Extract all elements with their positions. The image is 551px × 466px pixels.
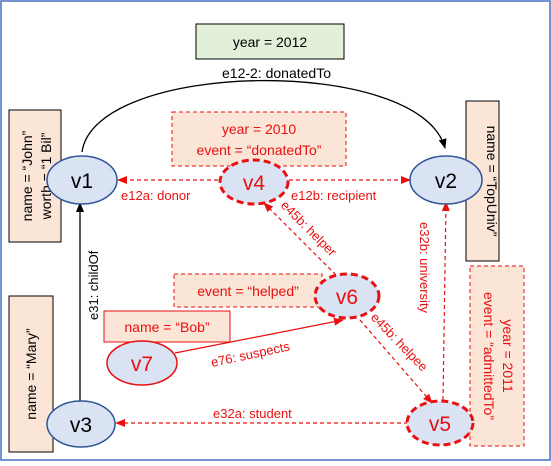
attr-v5-year: year = 2011 (500, 319, 516, 393)
attr-v2-name: name = “TopUniv” (484, 126, 500, 237)
node-v1 (46, 155, 118, 205)
node-label-v3: v3 (70, 414, 92, 437)
edge-label-e12-2: e12-2: donatedTo (222, 65, 331, 81)
attr-v1-name: name = “John” (19, 130, 35, 221)
node-label-v1: v1 (71, 170, 93, 193)
edge-e32b (441, 201, 450, 401)
attr-box-e12-2 (195, 23, 345, 60)
attr-v5-event: event = “admittedTo” (481, 292, 497, 420)
node-v3 (46, 400, 116, 448)
edge-label-e45b-helper: e45b: helper (278, 198, 340, 260)
attr-year-2012: year = 2012 (233, 34, 308, 50)
edge-e45b-helper (263, 202, 337, 276)
edge-e76 (174, 317, 344, 354)
attr-box-v3 (8, 295, 54, 453)
attr-box-v7 (103, 310, 231, 343)
node-v2 (409, 155, 483, 205)
edge-label-e12b: e12b: recipient (291, 188, 377, 203)
edge-label-e12a: e12a: donor (121, 188, 191, 203)
edge-label-e31: e31: childOf (86, 250, 101, 320)
node-v5 (405, 399, 475, 447)
node-v4 (218, 158, 290, 206)
node-v7 (106, 340, 178, 386)
attr-v6-event: event = “helped” (197, 283, 299, 299)
attr-v4-year: year = 2010 (222, 121, 297, 137)
node-label-v2: v2 (435, 170, 457, 193)
attr-v4-event: event = “donatedTo” (197, 142, 322, 158)
attr-box-v5 (469, 265, 525, 447)
edge-e12-2 (81, 79, 447, 153)
attr-box-v4 (171, 111, 347, 167)
edge-label-e32b: e32b: university (417, 222, 432, 314)
node-label-v5: v5 (429, 413, 451, 436)
node-label-v7: v7 (131, 353, 153, 376)
edge-label-e32a: e32a: student (213, 406, 292, 421)
attr-v7-name: name = “Bob” (124, 319, 210, 335)
node-label-v6: v6 (336, 286, 358, 309)
attr-v1-worth: worth = “1 Bil” (38, 132, 54, 220)
edge-e45b-helpee (359, 319, 433, 404)
attr-v3-name: name = “Mary” (23, 328, 39, 420)
node-v6 (313, 272, 381, 320)
node-label-v4: v4 (243, 172, 266, 195)
